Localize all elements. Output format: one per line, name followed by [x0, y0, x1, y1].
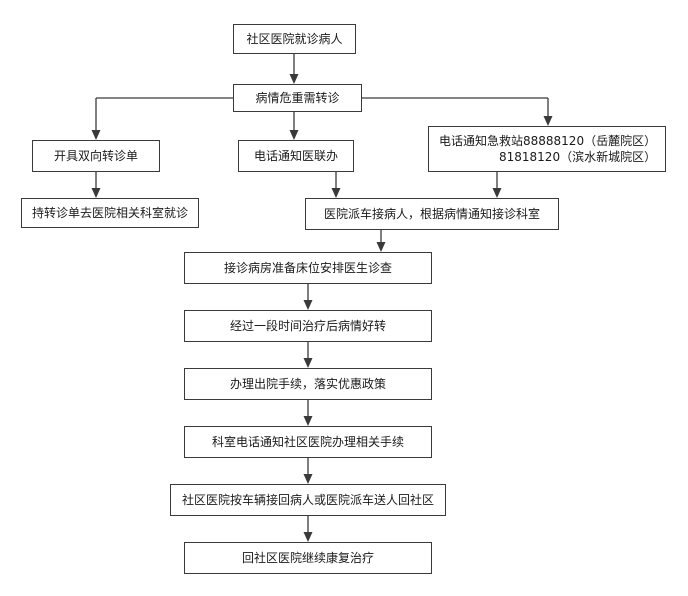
- arrowhead: [303, 416, 313, 426]
- node-visit-dept: 持转诊单去医院相关科室就诊: [21, 198, 199, 228]
- node-dept-notify: 科室电话通知社区医院办理相关手续: [184, 426, 432, 458]
- arrowhead: [492, 188, 502, 198]
- arrowhead: [303, 300, 313, 310]
- node-ambulance: 电话通知急救站88888120（岳麓院区） 81818120（滨水新城院区）: [428, 126, 666, 172]
- arrowhead: [91, 188, 101, 198]
- arrowhead: [303, 532, 313, 542]
- node-rehab: 回社区医院继续康复治疗: [184, 542, 432, 574]
- node-hospital-pickup-label: 医院派车接病人，根据病情通知接诊科室: [323, 207, 540, 221]
- node-dept-notify-label: 科室电话通知社区医院办理相关手续: [211, 435, 404, 449]
- node-referral-form: 开具双向转诊单: [32, 140, 160, 172]
- arrowhead: [376, 242, 386, 252]
- node-referral-form-label: 开具双向转诊单: [53, 149, 138, 163]
- arrowhead: [543, 116, 553, 126]
- node-phone-liaison: 电话通知医联办: [238, 140, 354, 172]
- node-discharge: 办理出院手续，落实优惠政策: [184, 368, 432, 400]
- node-hospital-pickup: 医院派车接病人，根据病情通知接诊科室: [305, 198, 559, 230]
- node-visit-dept-label: 持转诊单去医院相关科室就诊: [31, 206, 188, 220]
- node-return-transport-label: 社区医院按车辆接回病人或医院派车送人回社区: [181, 493, 434, 507]
- node-ward-prep: 接诊病房准备床位安排医生诊查: [184, 252, 432, 284]
- node-start-label: 社区医院就诊病人: [246, 32, 343, 46]
- node-discharge-label: 办理出院手续，落实优惠政策: [229, 377, 386, 391]
- node-critical-label: 病情危重需转诊: [255, 91, 340, 105]
- node-critical: 病情危重需转诊: [233, 84, 362, 112]
- node-improve-label: 经过一段时间治疗后病情好转: [229, 319, 386, 333]
- arrowhead: [289, 74, 299, 84]
- node-return-transport: 社区医院按车辆接回病人或医院派车送人回社区: [170, 484, 446, 516]
- node-ward-prep-label: 接诊病房准备床位安排医生诊查: [223, 261, 392, 275]
- arrowhead: [331, 188, 341, 198]
- node-start: 社区医院就诊病人: [233, 24, 356, 54]
- node-ambulance-line1: 电话通知急救站88888120（岳麓院区）: [439, 134, 657, 148]
- node-ambulance-line2: 81818120（滨水新城院区）: [499, 150, 657, 164]
- node-phone-liaison-label: 电话通知医联办: [253, 149, 338, 163]
- arrowhead: [303, 358, 313, 368]
- arrowhead: [303, 474, 313, 484]
- arrowhead: [91, 130, 101, 140]
- arrowhead: [289, 130, 299, 140]
- node-improve: 经过一段时间治疗后病情好转: [184, 310, 432, 342]
- node-rehab-label: 回社区医院继续康复治疗: [241, 551, 374, 565]
